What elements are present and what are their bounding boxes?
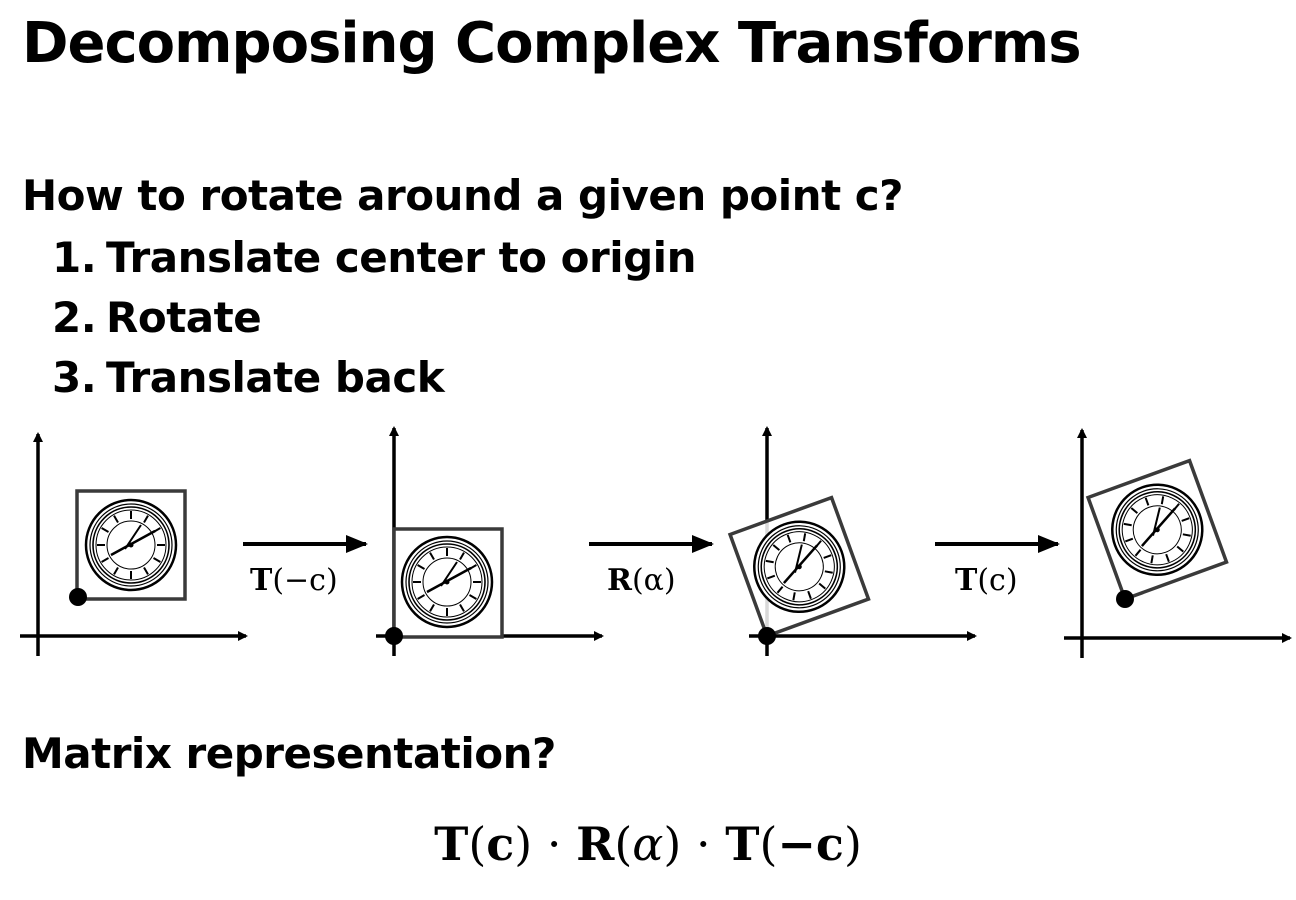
matrix-formula: T(c) · R(α) · T(−c)	[434, 817, 862, 871]
center-point	[1116, 590, 1134, 608]
step-number: 2.	[52, 293, 97, 342]
center-point	[758, 627, 776, 645]
transform-arrow-translate-neg: T(−c)	[243, 535, 368, 598]
clock-icon	[400, 535, 494, 629]
stage-translated-back	[1064, 428, 1292, 658]
label-arg: (−c)	[272, 563, 337, 598]
step-text: Translate center to origin	[106, 233, 696, 282]
steps-list: 1. Translate center to origin 2. Rotate …	[52, 228, 696, 408]
label-op: T	[955, 563, 978, 598]
formula-translate-op: T	[434, 817, 469, 871]
arrow-label: T(c)	[955, 563, 1018, 598]
stage-translated-to-origin	[376, 426, 604, 656]
center-point	[69, 588, 87, 606]
step-number: 3.	[52, 353, 97, 402]
arrow-label: R(α)	[607, 563, 676, 598]
center-point	[385, 627, 403, 645]
label-arg: (c)	[977, 563, 1017, 598]
stage-rotated	[727, 426, 977, 656]
formula-rotate-op: R	[576, 817, 615, 871]
step-item: 3. Translate back	[52, 348, 696, 408]
transform-arrow-translate-back: T(c)	[935, 535, 1060, 598]
formula-translate-arg: c	[486, 817, 515, 871]
transform-arrow-rotate: R(α)	[589, 535, 714, 598]
label-op: R	[607, 563, 633, 598]
formula-rotate-arg: α	[632, 817, 664, 871]
clock-icon	[84, 498, 178, 592]
matrix-question: Matrix representation?	[22, 729, 556, 778]
arrow-label: T(−c)	[250, 563, 338, 598]
transform-diagram: T(−c) R(α) T(c)	[20, 426, 1292, 658]
step-text: Rotate	[106, 293, 262, 342]
step-number: 1.	[52, 233, 97, 282]
step-item: 1. Translate center to origin	[52, 228, 696, 288]
stage-original	[20, 432, 248, 656]
page-title: Decomposing Complex Transforms	[22, 11, 1082, 76]
label-arg: (α)	[632, 563, 676, 598]
formula-translate-op: T	[725, 817, 760, 871]
label-op: T	[250, 563, 273, 598]
formula-translate-neg-arg: −c	[777, 817, 844, 871]
step-item: 2. Rotate	[52, 288, 696, 348]
formula-dot: ·	[546, 817, 562, 871]
question-text: How to rotate around a given point c?	[22, 171, 904, 220]
formula-dot: ·	[695, 817, 711, 871]
step-text: Translate back	[106, 353, 445, 402]
